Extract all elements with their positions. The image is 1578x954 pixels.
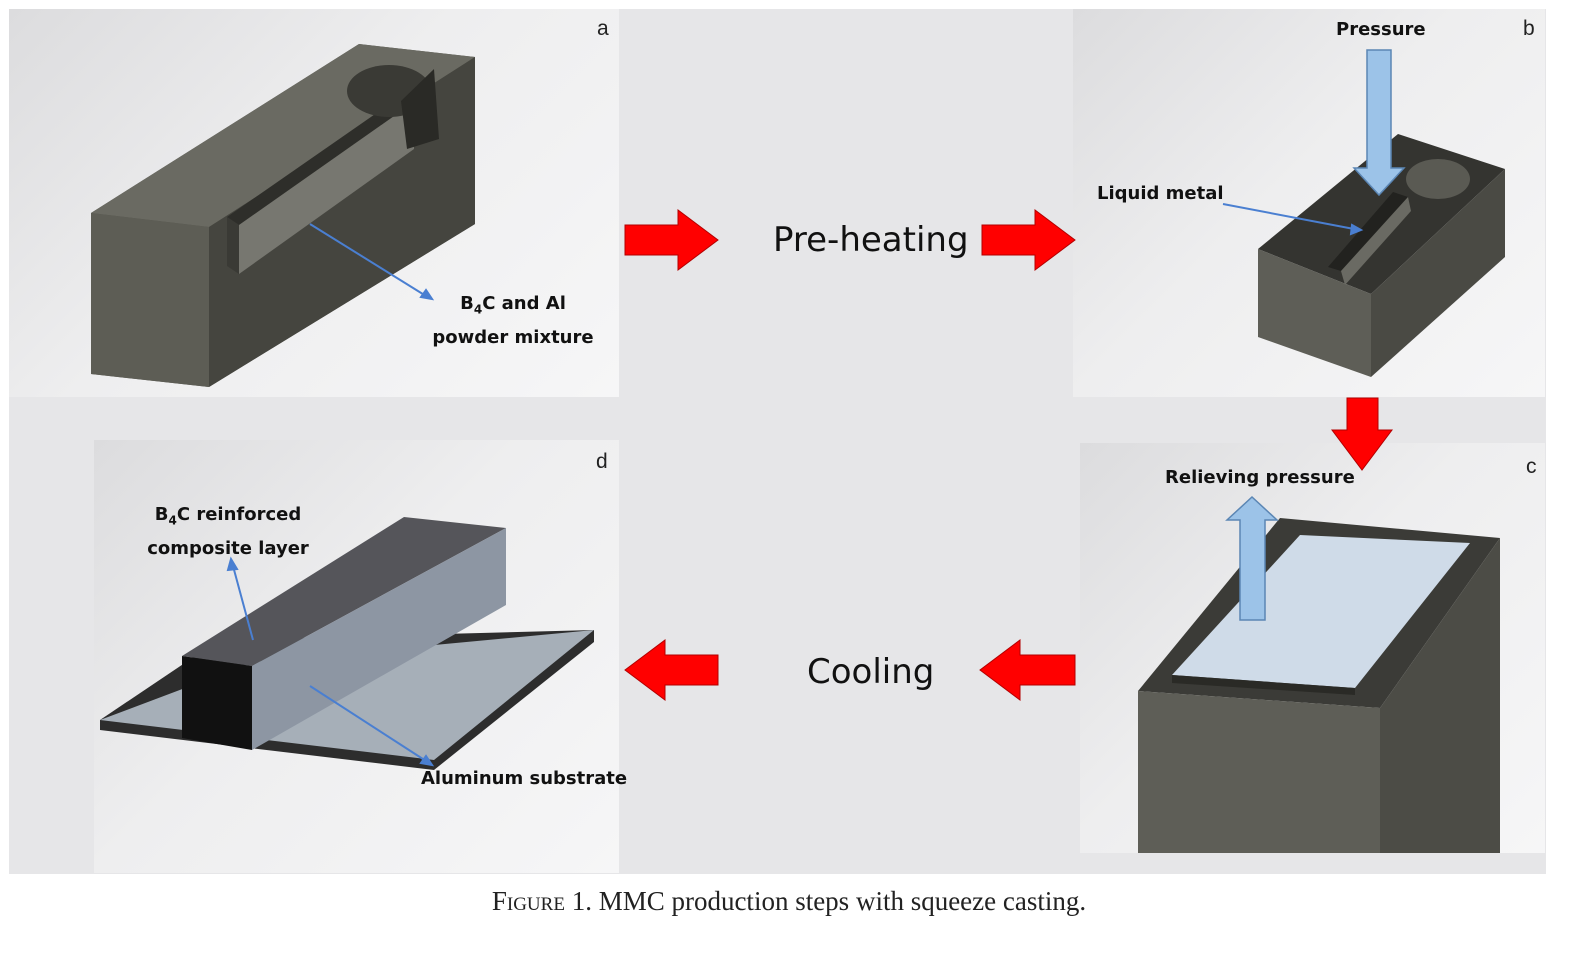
mold-b-drawing	[1258, 134, 1505, 377]
label-d-sub: 4	[168, 513, 177, 528]
panel-letter-c: c	[1526, 455, 1537, 478]
figure-caption: Figure 1. MMC production steps with sque…	[0, 886, 1578, 917]
label-d-line2: composite layer	[147, 537, 309, 559]
panel-b: b	[1073, 9, 1545, 397]
panel-letter-b: b	[1523, 17, 1535, 40]
panel-letter-d: d	[596, 450, 608, 473]
panel-letter-a: a	[597, 17, 609, 40]
step-cooling: Cooling	[807, 652, 935, 692]
panel-d: d	[94, 440, 619, 873]
label-d-rest: C reinforced	[176, 504, 302, 525]
mold-c-drawing	[1138, 518, 1500, 853]
panel-a: a	[9, 9, 619, 397]
label-d-b: B	[154, 504, 169, 525]
label-pressure: Pressure	[1336, 19, 1426, 40]
mold-a-drawing	[91, 44, 475, 387]
label-a-b: B	[460, 293, 474, 314]
label-liquid-metal: Liquid metal	[1097, 183, 1224, 204]
label-b4c-al-mixture: B4C and Al powder mixture	[430, 290, 596, 352]
label-a-rest: C and Al	[482, 293, 566, 314]
label-a-sub: 4	[473, 302, 483, 317]
label-aluminum-substrate: Aluminum substrate	[421, 768, 628, 789]
label-b4c-composite-layer: B4C reinforced composite layer	[145, 501, 311, 563]
label-a-line2: powder mixture	[432, 326, 594, 348]
caption-figure-word: Figure	[491, 886, 565, 916]
caption-text: 1. MMC production steps with squeeze cas…	[564, 886, 1087, 916]
label-relieving-pressure: Relieving pressure	[1165, 467, 1355, 488]
step-preheating: Pre-heating	[773, 220, 969, 260]
panel-c: c	[1080, 443, 1545, 853]
